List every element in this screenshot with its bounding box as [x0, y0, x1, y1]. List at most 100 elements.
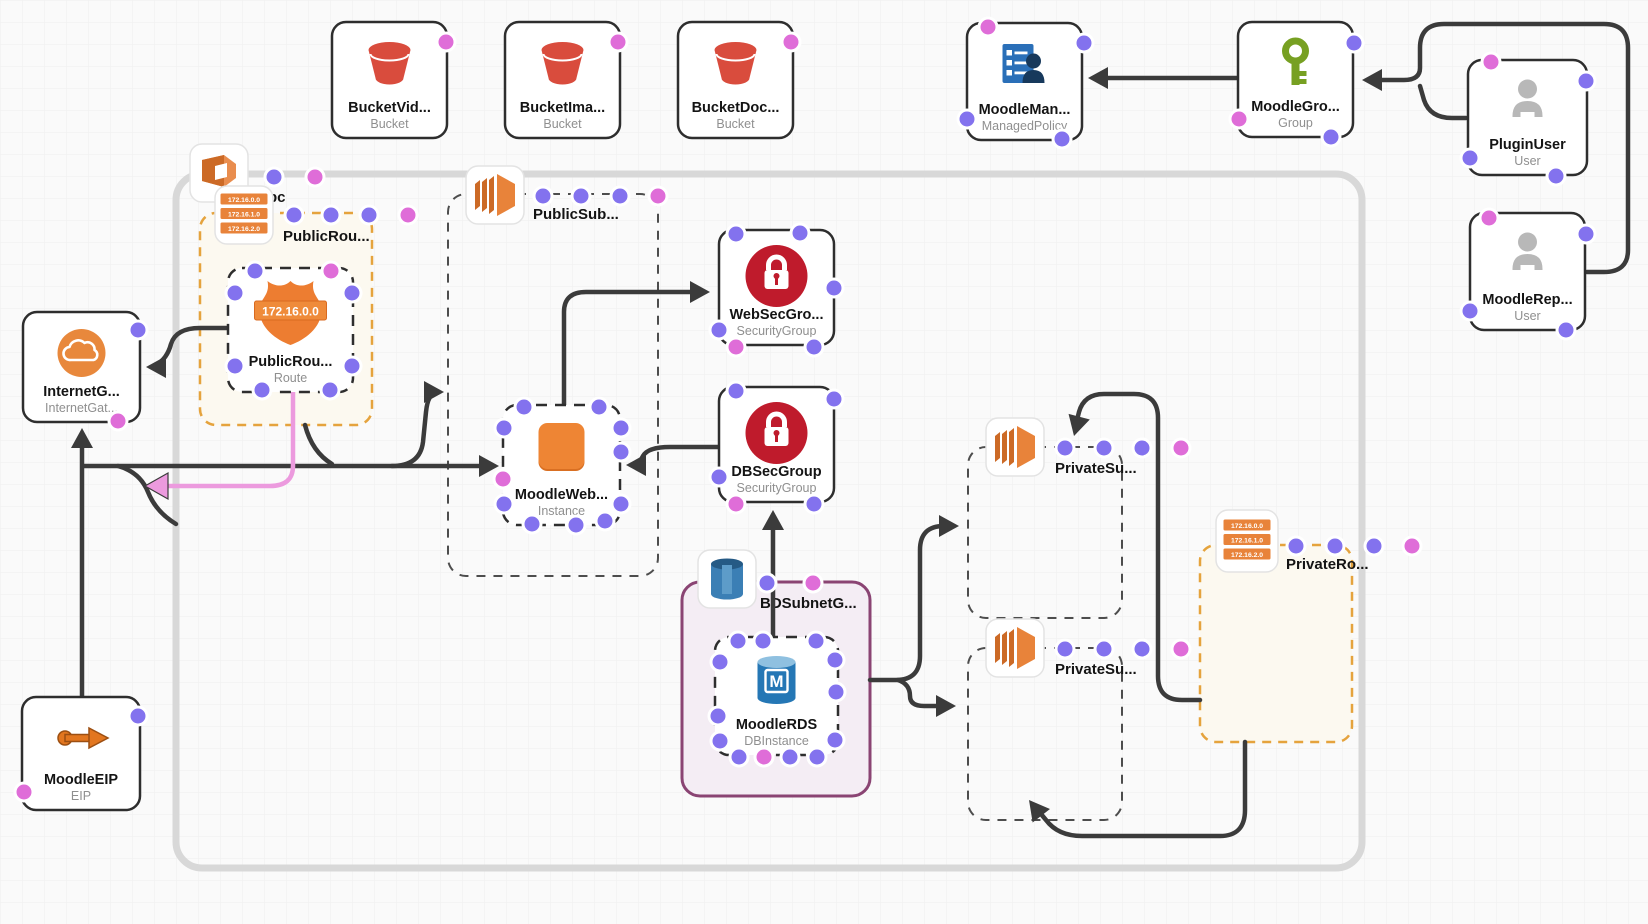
connection-dot-purple[interactable]: [283, 204, 305, 226]
connection-dot-purple[interactable]: [727, 630, 749, 652]
connection-dot-purple[interactable]: [1131, 638, 1153, 660]
node-bucket-images[interactable]: BucketIma...Bucket: [503, 20, 622, 140]
connection-dot-purple[interactable]: [823, 277, 845, 299]
connection-dot-purple[interactable]: [779, 746, 801, 768]
connection-dot-purple[interactable]: [610, 417, 632, 439]
connection-dot-purple[interactable]: [1320, 126, 1342, 148]
connection-dot-purple[interactable]: [789, 222, 811, 244]
connection-dot-pink[interactable]: [725, 336, 747, 358]
connection-dot-purple[interactable]: [1051, 128, 1073, 150]
connection-dot-purple[interactable]: [610, 493, 632, 515]
connection-dot-purple[interactable]: [532, 185, 554, 207]
connection-dot-purple[interactable]: [725, 223, 747, 245]
connection-dot-purple[interactable]: [1575, 70, 1597, 92]
node-internet-gateway[interactable]: InternetG...InternetGat...: [21, 310, 142, 424]
connection-dot-pink[interactable]: [13, 781, 35, 803]
connection-dot-pink[interactable]: [607, 31, 629, 53]
connection-dot-purple[interactable]: [1093, 437, 1115, 459]
connection-dot-purple[interactable]: [752, 630, 774, 652]
edge-branch-to-public-subnet[interactable]: [389, 381, 444, 469]
edge-web-to-websec[interactable]: [561, 281, 710, 408]
node-moodle-web[interactable]: MoodleWeb...Instance: [501, 403, 622, 527]
connection-dot-purple[interactable]: [1285, 535, 1307, 557]
connection-dot-purple[interactable]: [803, 336, 825, 358]
connection-dot-purple[interactable]: [805, 630, 827, 652]
edge-route-container-connector[interactable]: [302, 422, 335, 467]
connection-dot-purple[interactable]: [728, 746, 750, 768]
connection-dot-pink[interactable]: [1478, 207, 1500, 229]
connection-dot-purple[interactable]: [244, 260, 266, 282]
connection-dot-purple[interactable]: [806, 746, 828, 768]
connection-dot-purple[interactable]: [358, 204, 380, 226]
edge-dbsg-to-private2[interactable]: [895, 677, 956, 717]
connection-dot-purple[interactable]: [708, 466, 730, 488]
container-vpc[interactable]: Vpc: [172, 143, 1366, 872]
connection-dot-purple[interactable]: [1343, 32, 1365, 54]
connection-dot-pink[interactable]: [780, 31, 802, 53]
connection-dot-pink[interactable]: [1480, 51, 1502, 73]
connection-dot-purple[interactable]: [1131, 437, 1153, 459]
container-private-subnet-2[interactable]: PrivateSu...: [967, 618, 1137, 821]
node-web-security-group[interactable]: WebSecGro...SecurityGroup: [717, 228, 836, 347]
edge-pluginuser-to-junction[interactable]: [1417, 83, 1469, 121]
edge-public-route-pink-line[interactable]: [143, 389, 296, 501]
edge-group-to-policy[interactable]: [1088, 67, 1240, 89]
connection-dot-pink[interactable]: [1170, 638, 1192, 660]
connection-dot-purple[interactable]: [320, 204, 342, 226]
connection-dot-purple[interactable]: [709, 730, 731, 752]
connection-dot-pink[interactable]: [397, 204, 419, 226]
connection-dot-purple[interactable]: [824, 649, 846, 671]
connection-dot-pink[interactable]: [320, 260, 342, 282]
edge-main-horizontal-to-web[interactable]: [81, 455, 499, 477]
node-box[interactable]: [20, 695, 142, 812]
connection-dot-pink[interactable]: [107, 410, 129, 432]
connection-dot-purple[interactable]: [594, 510, 616, 532]
container-border[interactable]: [1198, 543, 1354, 744]
connection-dot-pink[interactable]: [725, 493, 747, 515]
connection-dot-purple[interactable]: [1459, 147, 1481, 169]
connection-dot-pink[interactable]: [1228, 108, 1250, 130]
edge-dbsec-to-web[interactable]: [626, 444, 722, 476]
edge-vpc-attach-branch[interactable]: [115, 463, 179, 527]
container-private-subnet-1[interactable]: PrivateSu...: [967, 417, 1137, 619]
connection-dot-purple[interactable]: [1073, 32, 1095, 54]
container-private-route-table[interactable]: PrivateRo...172.16.0.0172.16.1.0172.16.2…: [1198, 509, 1369, 744]
connection-dot-pink[interactable]: [492, 468, 514, 490]
connection-dot-purple[interactable]: [1575, 223, 1597, 245]
connection-dot-pink[interactable]: [304, 166, 326, 188]
connection-dot-purple[interactable]: [1363, 535, 1385, 557]
node-moodle-rep-user[interactable]: MoodleRep...User: [1468, 211, 1587, 332]
connection-dot-purple[interactable]: [319, 379, 341, 401]
edge-private-route-to-subnet1[interactable]: [1063, 391, 1203, 703]
connection-dot-purple[interactable]: [1555, 319, 1577, 341]
connection-dot-purple[interactable]: [127, 319, 149, 341]
connection-dot-purple[interactable]: [1324, 535, 1346, 557]
connection-dot-purple[interactable]: [570, 185, 592, 207]
connection-dot-purple[interactable]: [825, 681, 847, 703]
connection-dot-purple[interactable]: [610, 441, 632, 463]
connection-dot-purple[interactable]: [1054, 437, 1076, 459]
edge-eip-to-igw[interactable]: [71, 428, 93, 700]
connection-dot-pink[interactable]: [802, 572, 824, 594]
node-moodle-managed-policy[interactable]: MoodleMan...ManagedPolicy: [965, 21, 1084, 142]
connection-dot-purple[interactable]: [956, 108, 978, 130]
node-bucket-videos[interactable]: BucketVid...Bucket: [330, 20, 449, 140]
connection-dot-purple[interactable]: [224, 282, 246, 304]
node-bucket-docs[interactable]: BucketDoc...Bucket: [676, 20, 795, 140]
connection-dot-purple[interactable]: [725, 380, 747, 402]
node-box[interactable]: [1466, 58, 1589, 177]
connection-dot-purple[interactable]: [565, 514, 587, 536]
connection-dot-pink[interactable]: [435, 31, 457, 53]
connection-dot-purple[interactable]: [707, 705, 729, 727]
edge-users-to-group-wrap[interactable]: [1362, 21, 1631, 275]
connection-dot-pink[interactable]: [647, 185, 669, 207]
container-border[interactable]: [967, 647, 1123, 821]
connection-dot-pink[interactable]: [1401, 535, 1423, 557]
connection-dot-purple[interactable]: [756, 572, 778, 594]
connection-dot-purple[interactable]: [263, 166, 285, 188]
